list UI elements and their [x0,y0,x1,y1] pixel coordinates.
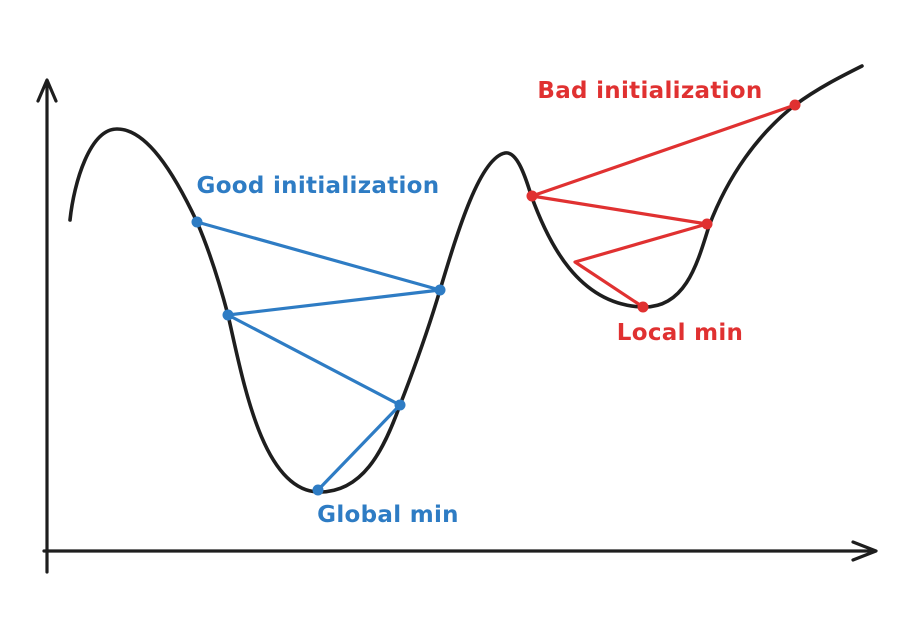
axes [36,78,878,574]
bad-descent-point [701,218,713,230]
good-initialization-trajectory [191,216,446,496]
good-descent-point [222,309,234,321]
y-axis-arrowhead-icon [36,78,58,103]
bad-descent-point [637,301,649,313]
good-descent-point [434,284,446,296]
bad-descent-path [530,103,797,309]
bad-descent-point [789,99,801,111]
loss-curve [68,64,864,494]
x-axis-arrowhead-icon [851,540,878,562]
good-descent-point [394,399,406,411]
good-initialization-label: Good initialization [197,173,440,199]
good-descent-point [312,484,324,496]
bad-initialization-label: Bad initialization [537,78,762,104]
local-min-label: Local min [617,320,743,346]
bad-descent-point [526,190,538,202]
global-min-label: Global min [317,502,459,528]
good-descent-point [191,216,203,228]
good-descent-path [195,220,442,492]
bad-initialization-trajectory [526,99,801,313]
